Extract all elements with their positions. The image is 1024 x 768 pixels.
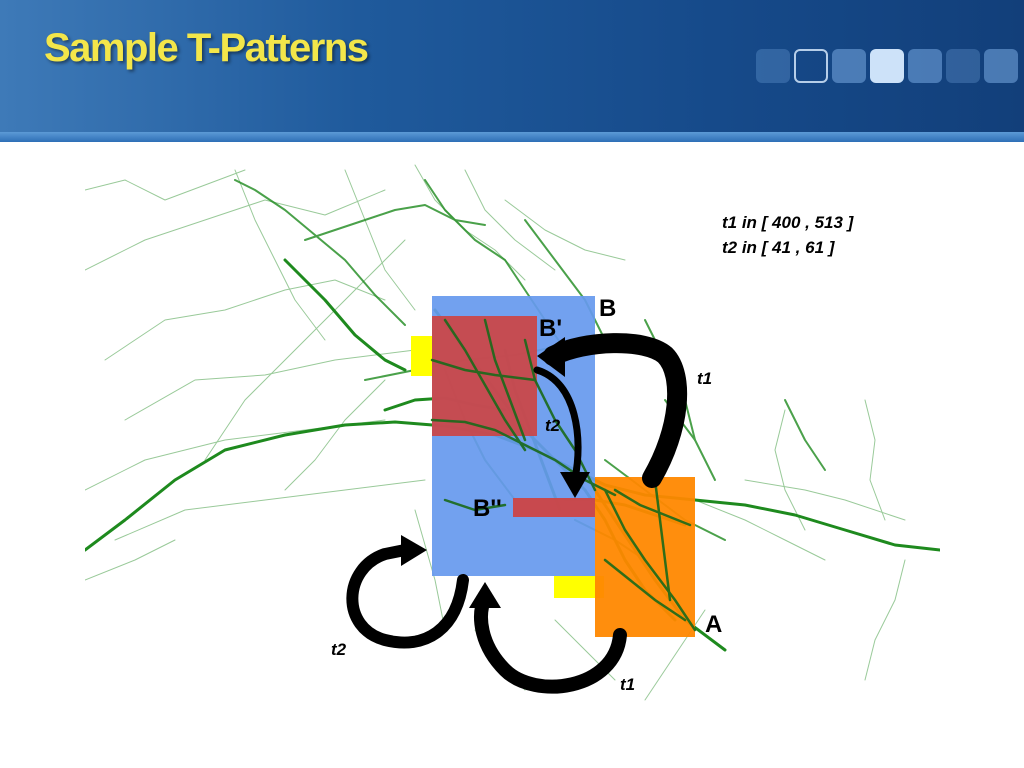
deco-square <box>946 49 980 83</box>
deco-square <box>908 49 942 83</box>
arrows <box>346 333 688 694</box>
highlight-yellow-left <box>411 336 435 376</box>
label-b: B <box>599 295 617 322</box>
arrowhead-b-bottom <box>469 582 501 608</box>
legend-t1-range: t1 in [ 400 , 513 ] <box>722 213 854 232</box>
deco-square <box>870 49 904 83</box>
decorative-squares <box>756 49 1018 83</box>
slide-title: Sample T-Patterns <box>44 26 369 70</box>
arrow-t1-loop <box>474 591 627 694</box>
arrowhead-b-double-prime <box>560 472 590 498</box>
deco-square <box>984 49 1018 83</box>
deco-square <box>794 49 828 83</box>
deco-square <box>832 49 866 83</box>
arrowhead-b-left <box>401 535 427 566</box>
time-constraints-legend: t1 in [ 400 , 513 ] t2 in [ 41 , 61 ] <box>722 210 853 260</box>
deco-square <box>756 49 790 83</box>
road-map-svg <box>85 164 940 701</box>
arrow-t2-b-prime-to-b-double-prime <box>533 366 582 482</box>
arrow-label-t2-bottom: t2 <box>331 640 347 659</box>
t-pattern-diagram: B B' B'' A t1 t2 t2 t1 t1 in [ 400 , 513… <box>85 160 940 705</box>
header-stripe <box>0 132 1024 142</box>
arrow-label-t1-right: t1 <box>697 369 713 388</box>
label-b-double-prime: B'' <box>473 495 502 522</box>
highlight-yellow-bottom <box>554 576 604 598</box>
label-b-prime: B' <box>539 315 563 342</box>
arrow-t2-loop <box>346 544 469 649</box>
arrow-label-t2-middle: t2 <box>545 416 561 435</box>
arrowheads <box>401 337 590 608</box>
label-a: A <box>705 611 723 638</box>
region-b-prime <box>432 316 537 436</box>
region-b-double-prime <box>513 498 595 517</box>
arrow-t1-a-to-b-prime <box>543 333 688 488</box>
legend-t2-range: t2 in [ 41 , 61 ] <box>722 238 835 257</box>
arrowhead-b-prime <box>537 337 565 377</box>
arrow-label-t1-bottom: t1 <box>620 675 636 694</box>
